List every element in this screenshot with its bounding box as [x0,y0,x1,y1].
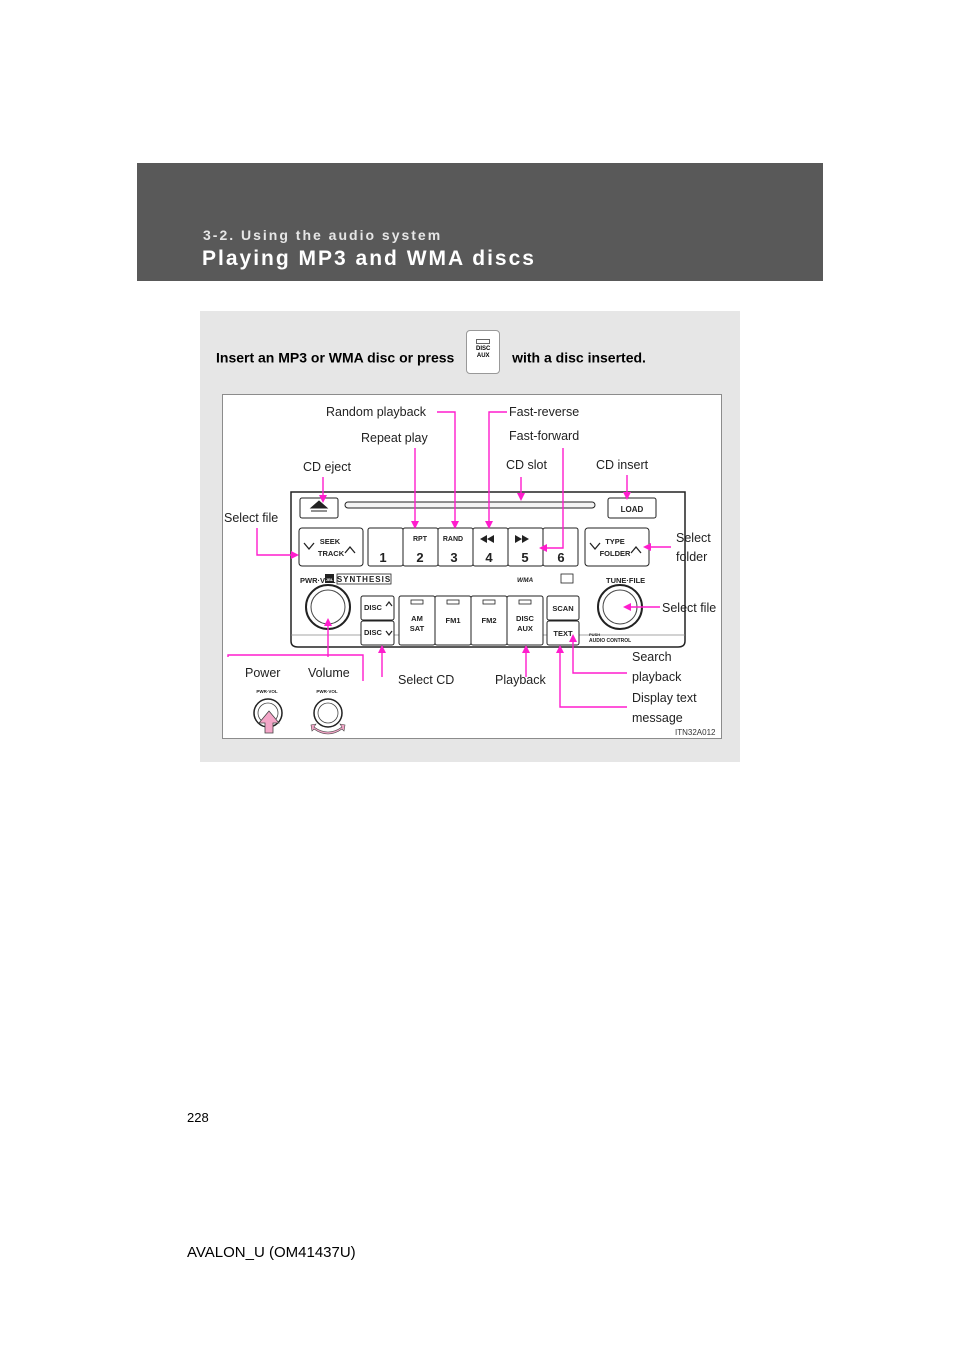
disc-aux-button[interactable] [506,595,544,646]
load-label: LOAD [621,505,644,514]
footer-code: AVALON_U (OM41437U) [187,1244,356,1261]
jbl-label: JBL [326,577,334,582]
callout-cd-insert: CD insert [596,458,649,472]
tune-file-label: TUNE·FILE [606,576,645,585]
track-label: TRACK [318,549,345,558]
callout-select-folder-1: Select [676,531,711,545]
folder-label: FOLDER [600,549,631,558]
page-title: Playing MP3 and WMA discs [202,247,536,270]
callout-volume: Volume [308,666,350,680]
audio-control-label: AUDIO CONTROL [589,638,631,644]
press-arrow-icon [258,710,280,734]
callout-cd-slot: CD slot [506,458,547,472]
callout-fast-forward: Fast-forward [509,429,580,443]
load-button[interactable] [607,497,657,519]
callout-display-text-1: Display text [632,691,697,705]
pwr-vol-label: PWR·VOL [300,576,336,585]
sat-label: SAT [410,624,425,633]
preset-1-label: 1 [379,550,386,565]
small-knob-label-2: PWR·VOL [316,689,337,694]
synthesis-logo [336,573,392,585]
preset-5-label: 5 [521,550,528,565]
intro-before: Insert an MP3 or WMA disc or press [216,349,455,366]
callout-power: Power [245,666,281,680]
fm2-label: FM2 [482,616,497,625]
aux-label: AUX [517,624,533,633]
callout-search-playback-2: playback [632,670,682,684]
callout-cd-eject: CD eject [303,460,351,474]
fast-reverse-icon [480,535,494,543]
brand-label: SYNTHESIS [337,575,391,584]
disc-up-label: DISC [364,603,383,612]
scan-button[interactable] [546,595,580,621]
eject-icon [309,500,329,512]
callout-select-file-left: Select file [224,511,279,525]
callout-lines [227,411,671,708]
intro-after: with a disc inserted. [512,349,646,366]
wma-label: WMA [517,577,534,584]
audio-unit-diagram: LOAD SEEK TRACK TYPE FOLDER RPT RAND 1 2… [227,411,686,735]
intro-text: Insert an MP3 or WMA disc or press DISC … [216,330,646,374]
fm1-label: FM1 [446,616,461,625]
callout-search-playback-1: Search [632,650,672,664]
page-number: 228 [187,1110,209,1125]
type-label: TYPE [605,537,625,546]
callout-random-playback: Random playback [326,405,427,419]
audio-unit-figure: LOAD SEEK TRACK TYPE FOLDER RPT RAND 1 2… [222,394,722,739]
rand-label: RAND [443,536,463,543]
fast-forward-icon [515,535,529,543]
callout-playback: Playback [495,673,546,687]
disc-up-button[interactable] [360,595,395,621]
callout-display-text-2: message [632,711,683,725]
callout-repeat-play: Repeat play [361,431,428,445]
disc-aux-button-icon: DISC AUX [466,330,501,374]
disc-aux-label-1: DISC [516,614,535,623]
rpt-label: RPT [413,536,428,543]
preset-6-label: 6 [557,550,564,565]
scan-label: SCAN [552,604,573,613]
rotate-arrow-icon [310,723,346,735]
preset-2-label: 2 [416,550,423,565]
section-label: 3-2. Using the audio system [203,227,443,243]
figure-id: ITN32A012 [675,728,716,737]
preset-4-label: 4 [485,550,493,565]
type-folder-button[interactable] [584,527,650,567]
am-label: AM [411,614,423,623]
callout-select-cd: Select CD [398,673,455,687]
push-label: PUSH [589,632,600,637]
seek-label: SEEK [320,537,341,546]
disc-down-button[interactable] [360,620,395,646]
text-label: TEXT [553,629,573,638]
section-header: 3-2. Using the audio system Playing MP3 … [137,163,823,281]
disc-aux-label-bottom: AUX [476,353,490,359]
disc-down-label: DISC [364,628,383,637]
callout-fast-reverse: Fast-reverse [509,405,580,419]
callout-select-file-right: Select file [662,601,717,615]
disc-aux-label-top: DISC [476,346,491,352]
small-knob-label-1: PWR·VOL [256,689,277,694]
callout-arrowheads [291,492,651,653]
preset-3-label: 3 [450,550,457,565]
seek-track-button[interactable] [298,527,364,567]
callout-select-folder-2: folder [676,550,708,564]
